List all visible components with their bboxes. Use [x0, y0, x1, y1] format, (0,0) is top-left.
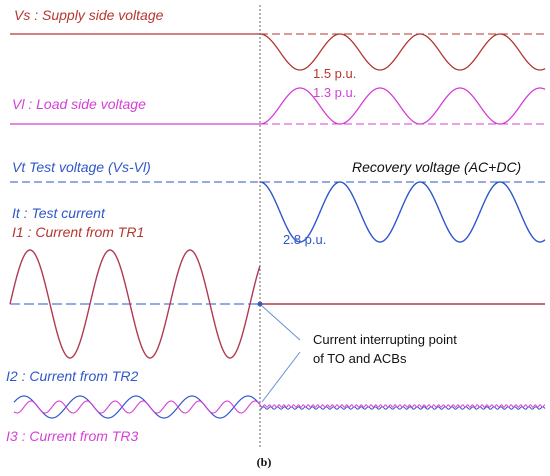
label-vt: Vt Test voltage (Vs-Vl): [12, 159, 151, 175]
i2-waveform: [13, 395, 261, 419]
annotation-arrow-upper: [261, 305, 301, 341]
annotation-line-2: of TO and ACBs: [313, 351, 407, 366]
vl-waveform: [259, 87, 546, 125]
figure-caption: (b): [257, 455, 272, 469]
i1-waveform: [9, 249, 261, 359]
value-vt-peak: 2.8 p.u.: [283, 232, 326, 247]
value-vl-peak: 1.3 p.u.: [313, 85, 356, 100]
interruption-point: [257, 301, 263, 307]
value-vs-peak: 1.5 p.u.: [313, 66, 356, 81]
annotation-line-1: Current interrupting point: [313, 332, 457, 347]
i3-after: [259, 404, 546, 408]
label-i2: I2 : Current from TR2: [6, 368, 138, 384]
i3-waveform: [13, 400, 261, 414]
vs-waveform: [259, 33, 546, 71]
label-i1: I1 : Current from TR1: [12, 224, 144, 240]
label-i3: I3 : Current from TR3: [6, 428, 138, 444]
annotation-arrow-lower: [261, 351, 301, 403]
label-recovery: Recovery voltage (AC+DC): [352, 159, 521, 175]
label-vs: Vs : Supply side voltage: [14, 7, 164, 23]
label-it: It : Test current: [12, 205, 106, 221]
waveform-group: [9, 33, 546, 419]
label-vl: Vl : Load side voltage: [12, 96, 146, 112]
vt-waveform: [259, 181, 546, 243]
